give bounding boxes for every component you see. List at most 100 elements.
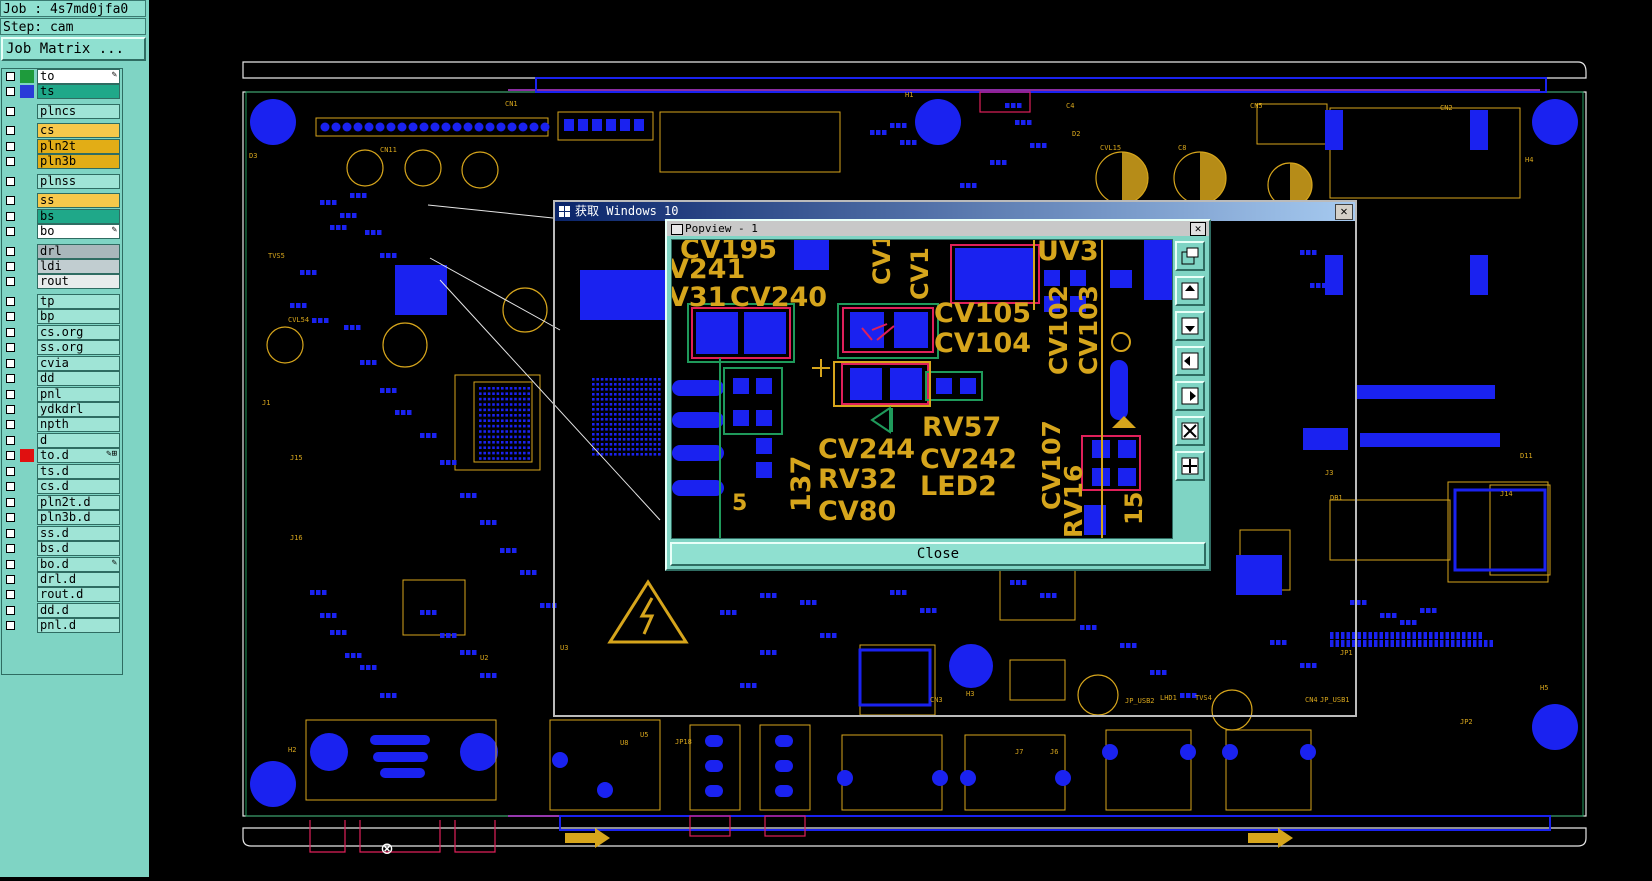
layer-checkbox[interactable] — [6, 497, 15, 507]
layer-row[interactable]: rout — [2, 274, 122, 290]
layer-color-swatch[interactable] — [20, 310, 34, 323]
layer-checkbox[interactable] — [6, 211, 15, 221]
layer-checkbox[interactable] — [6, 343, 15, 353]
layer-row[interactable]: npth — [2, 417, 122, 433]
layer-checkbox[interactable] — [6, 374, 15, 384]
layer-row[interactable]: pln2t — [2, 138, 122, 154]
layer-name[interactable]: ss.d — [37, 525, 120, 541]
layer-color-swatch[interactable] — [20, 194, 34, 207]
layer-name[interactable]: rout — [37, 274, 120, 290]
capture-close-icon[interactable]: ✕ — [1335, 204, 1353, 220]
layer-checkbox[interactable] — [6, 246, 15, 256]
layer-row[interactable]: cs.d — [2, 479, 122, 495]
layer-color-swatch[interactable] — [20, 341, 34, 354]
layer-checkbox[interactable] — [6, 72, 15, 81]
layer-row[interactable]: to✎ — [2, 69, 122, 84]
layer-row[interactable]: bp — [2, 309, 122, 325]
layer-checkbox[interactable] — [6, 227, 15, 237]
layer-name[interactable]: pln3b.d — [37, 510, 120, 526]
pan-down-icon[interactable] — [1175, 311, 1205, 341]
layer-color-swatch[interactable] — [20, 295, 34, 308]
layer-checkbox[interactable] — [6, 106, 15, 116]
layer-name[interactable]: ts — [37, 84, 120, 100]
zoom-in-icon[interactable] — [1175, 416, 1205, 446]
layer-checkbox[interactable] — [6, 482, 15, 492]
layer-checkbox[interactable] — [6, 327, 15, 337]
job-matrix-button[interactable]: Job Matrix ... — [1, 37, 146, 61]
layer-name[interactable]: drl.d — [37, 571, 120, 587]
layer-row[interactable]: rout.d — [2, 587, 122, 603]
layer-color-swatch[interactable] — [20, 496, 34, 509]
layer-checkbox[interactable] — [6, 141, 15, 151]
layer-name[interactable]: ydkdrl — [37, 402, 120, 417]
layer-row[interactable]: dd.d — [2, 602, 122, 618]
layer-row[interactable]: ts — [2, 84, 122, 100]
layer-checkbox[interactable] — [6, 176, 15, 186]
layer-row[interactable]: pln3b.d — [2, 510, 122, 526]
layer-row[interactable]: pnl — [2, 386, 122, 402]
layer-color-swatch[interactable] — [20, 85, 34, 99]
layer-row[interactable]: bo.d✎ — [2, 556, 122, 572]
layer-name[interactable]: to.d — [37, 448, 120, 464]
layer-row[interactable]: cs.org — [2, 324, 122, 340]
layer-checkbox[interactable] — [6, 358, 15, 368]
layer-checkbox[interactable] — [6, 513, 15, 523]
layer-color-swatch[interactable] — [20, 511, 34, 524]
layer-name[interactable]: ts.d — [37, 463, 120, 479]
layer-checkbox[interactable] — [6, 544, 15, 554]
layer-row[interactable]: pln3b — [2, 154, 122, 170]
layer-row[interactable]: dd — [2, 371, 122, 387]
layer-name[interactable]: ss — [37, 193, 120, 209]
layer-checkbox[interactable] — [6, 574, 15, 584]
layer-checkbox[interactable] — [6, 621, 15, 631]
layer-name[interactable]: pln3b — [37, 154, 120, 170]
layer-color-swatch[interactable] — [20, 326, 34, 339]
layer-row[interactable]: plnss — [2, 173, 122, 189]
layer-checkbox[interactable] — [6, 405, 15, 414]
layer-color-swatch[interactable] — [20, 105, 34, 118]
pan-up-icon[interactable] — [1175, 276, 1205, 306]
layer-name[interactable]: pln2t — [37, 138, 120, 154]
zoom-out-icon[interactable] — [1175, 451, 1205, 481]
layer-color-swatch[interactable] — [20, 155, 34, 168]
layer-name[interactable]: rout.d — [37, 587, 120, 603]
layer-checkbox[interactable] — [6, 312, 15, 322]
pan-left-icon[interactable] — [1175, 346, 1205, 376]
layer-row[interactable]: ss.d — [2, 525, 122, 541]
layer-color-swatch[interactable] — [20, 388, 34, 401]
layer-checkbox[interactable] — [6, 196, 15, 206]
layer-color-swatch[interactable] — [20, 403, 34, 416]
layer-color-swatch[interactable] — [20, 372, 34, 385]
layer-row[interactable]: ss — [2, 193, 122, 209]
layer-row[interactable]: ldi — [2, 258, 122, 274]
popview-close-icon[interactable]: ✕ — [1190, 222, 1206, 236]
layer-name[interactable]: cvia — [37, 355, 120, 371]
layer-name[interactable]: ldi — [37, 258, 120, 274]
layer-checkbox[interactable] — [6, 261, 15, 271]
layer-name[interactable]: dd — [37, 371, 120, 387]
layer-checkbox[interactable] — [6, 559, 15, 569]
layer-name[interactable]: dd.d — [37, 602, 120, 618]
layer-color-swatch[interactable] — [20, 465, 34, 478]
layer-color-swatch[interactable] — [20, 588, 34, 601]
layer-name[interactable]: to — [37, 69, 120, 84]
layer-checkbox[interactable] — [6, 296, 15, 306]
layer-checkbox[interactable] — [6, 435, 15, 445]
layer-color-swatch[interactable] — [20, 604, 34, 617]
pan-right-icon[interactable] — [1175, 381, 1205, 411]
popview-title-bar[interactable]: Popview - 1 — [667, 221, 1209, 236]
popview-window[interactable]: Popview - 1 ✕ — [665, 219, 1211, 571]
layer-color-swatch[interactable] — [20, 449, 34, 463]
layer-color-swatch[interactable] — [20, 434, 34, 447]
layer-color-swatch[interactable] — [20, 124, 34, 137]
layer-row[interactable]: bo✎ — [2, 224, 122, 240]
layer-color-swatch[interactable] — [20, 357, 34, 370]
layer-name[interactable]: cs.d — [37, 479, 120, 495]
layer-name[interactable]: bs — [37, 208, 120, 224]
layer-name[interactable]: ss.org — [37, 340, 120, 356]
layer-checkbox[interactable] — [6, 590, 15, 600]
layer-row[interactable]: plncs — [2, 103, 122, 119]
layer-name[interactable]: cs — [37, 123, 120, 139]
layer-name[interactable]: npth — [37, 417, 120, 433]
